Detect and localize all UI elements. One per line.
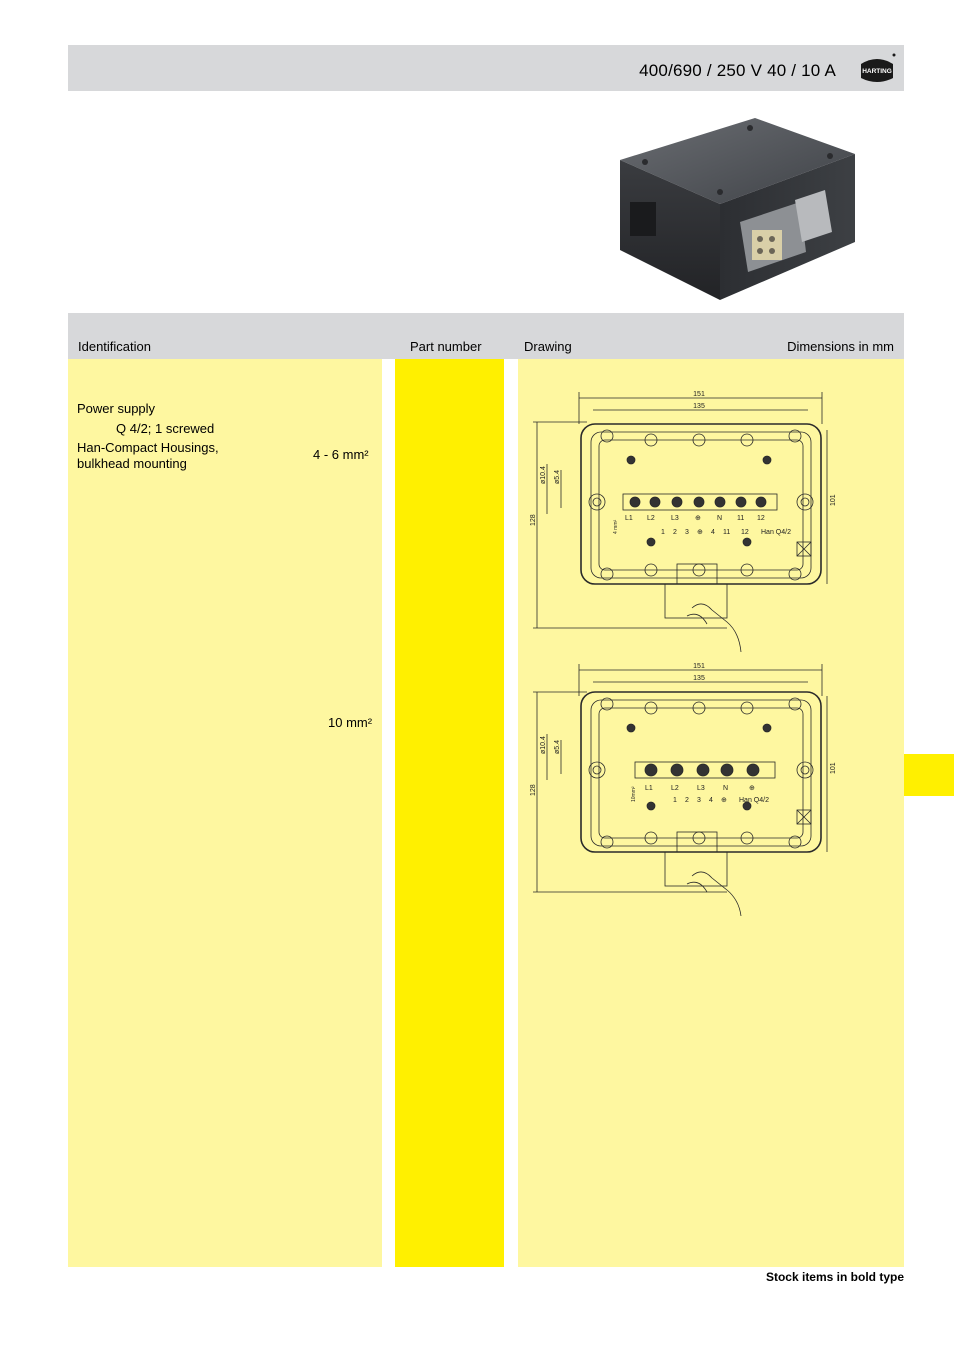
- col-header-part-number: Part number: [410, 339, 482, 354]
- d1-connector-label: Han Q4/2: [761, 529, 791, 536]
- d2-terminal-bottom-4: ⊕: [721, 797, 727, 804]
- dim-hole-104: ø10.4: [540, 466, 547, 484]
- d1-terminal-top-4: N: [717, 515, 722, 522]
- dim-135: 135: [693, 403, 705, 410]
- col-header-dimensions: Dimensions in mm: [787, 339, 894, 354]
- dim-101: 101: [830, 494, 837, 506]
- d1-terminal-bottom-0: 1: [661, 529, 665, 536]
- col-header-identification: Identification: [78, 339, 151, 354]
- logo-text: HARTING: [862, 68, 892, 75]
- d1-terminal-top-6: 12: [757, 515, 765, 522]
- dim-101-2: 101: [830, 762, 837, 774]
- side-section-tab: [904, 754, 954, 796]
- d1-terminal-bottom-1: 2: [673, 529, 677, 536]
- identification-column: [68, 359, 382, 1267]
- d1-terminal-bottom-4: 4: [711, 529, 715, 536]
- d1-terminal-bottom-2: 3: [685, 529, 689, 536]
- d2-terminal-bottom-3: 4: [709, 797, 713, 804]
- dim-135-2: 135: [693, 675, 705, 682]
- ident-power-supply: Power supply: [77, 401, 156, 416]
- d2-terminal-bottom-1: 2: [685, 797, 689, 804]
- dim-hole-104-2: ø10.4: [540, 736, 547, 754]
- d2-terminal-bottom-0: 1: [673, 797, 677, 804]
- product-photo: [620, 118, 855, 300]
- d2-terminal-top-4: ⊕: [749, 785, 755, 792]
- d1-terminal-top-3: ⊕: [695, 515, 701, 522]
- header-bar: HARTING 400/690 / 250 V 40 / 10 A: [68, 45, 904, 91]
- d1-terminal-top-5: 11: [737, 515, 744, 522]
- variant-10mm: 10 mm²: [328, 715, 373, 730]
- variant-4-6mm: 4 - 6 mm²: [313, 447, 369, 462]
- dim-128: 128: [530, 514, 537, 526]
- d2-wire-label: 10mm²: [631, 786, 637, 802]
- header-rating: 400/690 / 250 V 40 / 10 A: [639, 61, 836, 80]
- d2-terminal-top-3: N: [723, 785, 728, 792]
- d2-connector-label: Han Q4/2: [739, 797, 769, 804]
- ident-bulkhead: bulkhead mounting: [77, 456, 187, 471]
- dim-128-2: 128: [530, 784, 537, 796]
- d1-wire-label: 4 mm²: [613, 520, 619, 535]
- d1-terminal-top-2: L3: [671, 515, 679, 522]
- d1-terminal-top-0: L1: [625, 515, 633, 522]
- dim-151: 151: [693, 391, 705, 398]
- technical-drawing-2: 151 135 128 101 ø10.4 ø5.4 L1 L2 L3 N ⊕ …: [530, 663, 837, 917]
- dim-hole-54: ø5.4: [554, 470, 561, 484]
- d1-terminal-bottom-6: 12: [741, 529, 749, 536]
- table-header: Identification Part number Drawing Dimen…: [68, 313, 904, 359]
- d2-terminal-bottom-2: 3: [697, 797, 701, 804]
- stock-items-note: Stock items in bold type: [765, 1270, 904, 1284]
- dim-151-2: 151: [693, 663, 705, 670]
- d1-terminal-bottom-5: 11: [723, 529, 730, 536]
- d2-terminal-top-2: L3: [697, 785, 705, 792]
- harting-logo: HARTING: [861, 53, 896, 82]
- d2-terminal-top-1: L2: [671, 785, 679, 792]
- col-header-drawing: Drawing: [524, 339, 572, 354]
- dim-hole-54-2: ø5.4: [554, 740, 561, 754]
- ident-q42-screwed: Q 4/2; 1 screwed: [116, 421, 215, 436]
- part-number-column: [395, 359, 504, 1267]
- ident-han-compact: Han-Compact Housings,: [77, 440, 219, 455]
- d1-terminal-top-1: L2: [647, 515, 655, 522]
- d2-terminal-top-0: L1: [645, 785, 653, 792]
- d1-terminal-bottom-3: ⊕: [697, 529, 703, 536]
- technical-drawing-1: 151 135 128 101 ø10.4 ø5.4 L1 L2 L3 ⊕ N …: [530, 391, 837, 653]
